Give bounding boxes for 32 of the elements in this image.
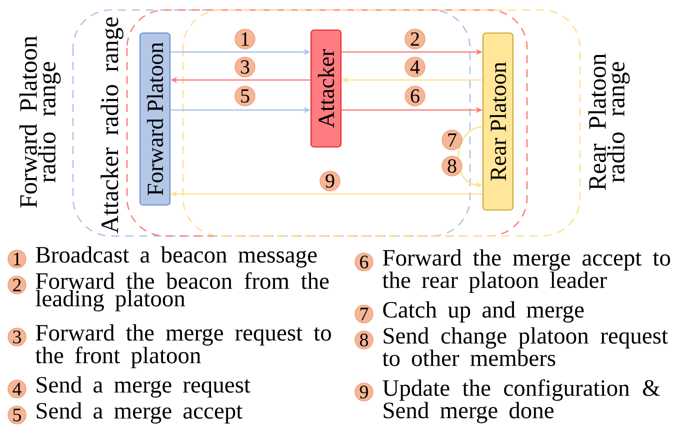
number-badge: 7 — [442, 130, 462, 150]
step-description: Update the configuration & Send merge done — [382, 379, 660, 424]
number-badge: 2 — [404, 28, 426, 50]
step-description: Send change platoon request to other members — [382, 327, 668, 366]
number-badge: 4 — [8, 380, 26, 398]
step-description: Catch up and merge — [383, 301, 584, 323]
step-description: Send a merge request — [36, 376, 250, 398]
step-description: Forward the merge request to the front platoon — [35, 324, 331, 368]
number-badge: 3 — [234, 56, 256, 78]
number-badge: 8 — [442, 156, 462, 176]
number-badge: 4 — [404, 56, 426, 78]
step-description: Send a merge accept — [36, 402, 242, 424]
platoon-box: Attacker — [310, 30, 342, 148]
number-badge: 1 — [234, 28, 256, 50]
number-badge: 7 — [354, 304, 374, 324]
step-description: Forward the merge accept to the rear platoon leader — [382, 249, 670, 293]
number-badge: 1 — [8, 250, 26, 268]
number-badge: 9 — [354, 382, 374, 402]
number-badge: 2 — [8, 276, 26, 294]
step-description: Forward the beacon from the leading platoon — [36, 272, 329, 312]
number-badge: 6 — [404, 86, 426, 106]
number-badge: 8 — [354, 330, 374, 350]
number-badge: 9 — [320, 170, 340, 192]
number-badge: 5 — [8, 406, 26, 424]
range-label: Forward Platoon radio range — [19, 36, 61, 208]
platoon-box: Forward Platoon — [140, 32, 170, 206]
step-description: Broadcast a beacon message — [36, 246, 317, 268]
number-badge: 3 — [8, 328, 26, 346]
platoon-box: Rear Platoon — [482, 32, 514, 210]
number-badge: 5 — [234, 86, 256, 106]
range-label: Rear Platoon radio range — [588, 54, 630, 190]
number-badge: 6 — [354, 252, 374, 272]
